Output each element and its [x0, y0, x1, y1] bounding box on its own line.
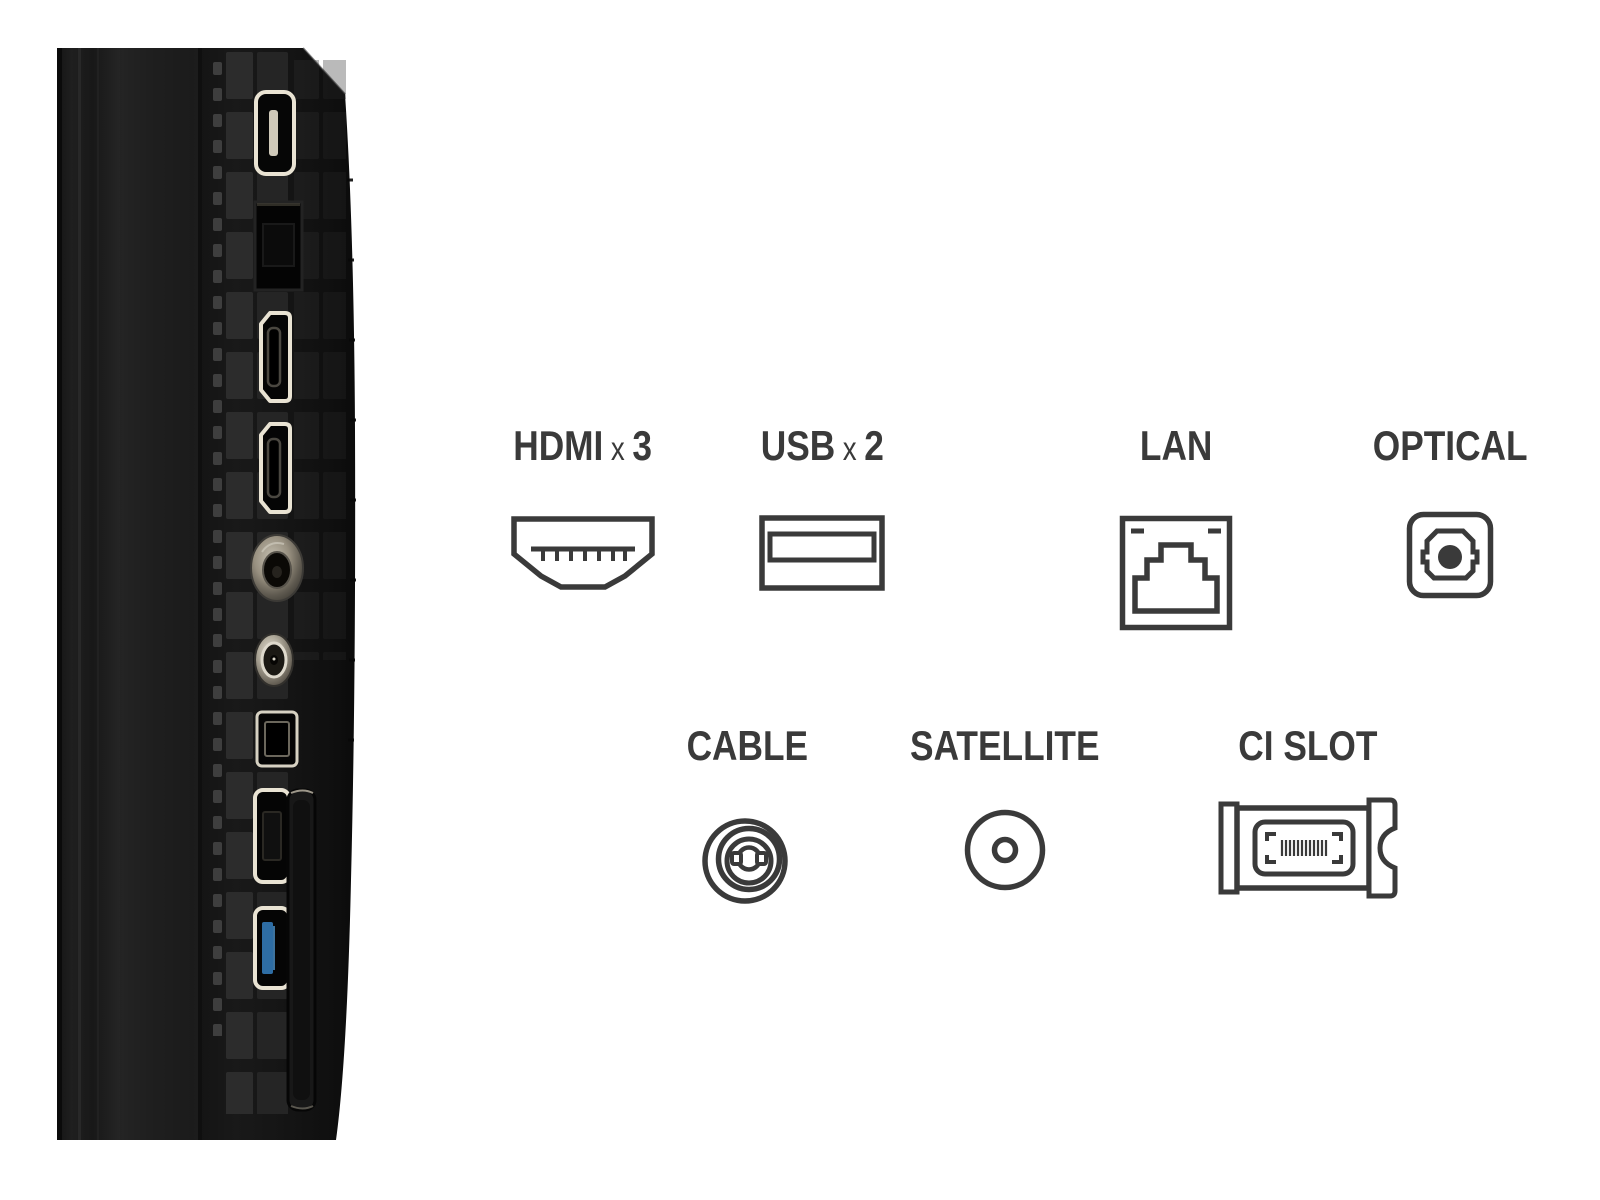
tv-service-port [254, 90, 296, 176]
satellite-label: SATELLITE [910, 722, 1100, 769]
cable-connector-icon [702, 818, 788, 904]
connector-cable: CABLE [617, 722, 877, 908]
ci-slot-icon [1218, 797, 1398, 899]
tv-satellite-connector [254, 633, 294, 687]
ci-slot-label: CI SLOT [1238, 722, 1378, 769]
optical-label: OPTICAL [1372, 422, 1528, 469]
tv-hdmi-port-2 [259, 422, 292, 514]
cable-label: CABLE [686, 722, 808, 769]
tv-cable-connector [250, 534, 304, 602]
tv-ci-slot [286, 788, 317, 1112]
tv-usb3-port [253, 906, 291, 990]
optical-port-icon [1406, 511, 1494, 599]
tv-lan-port [253, 200, 304, 292]
connector-optical: OPTICAL [1340, 422, 1560, 600]
tv-hdmi-port-1 [259, 311, 292, 403]
connector-satellite: SATELLITE [865, 722, 1145, 892]
tv-usb-port [253, 788, 291, 884]
lan-label: LAN [1139, 422, 1213, 469]
connector-lan: LAN [1066, 422, 1286, 632]
usb-port-icon [759, 515, 885, 591]
satellite-connector-icon [964, 809, 1046, 891]
lan-port-icon [1119, 515, 1233, 631]
hdmi-port-icon [511, 516, 655, 590]
tv-side-panel-photo [57, 47, 356, 1140]
connector-ci-slot: CI SLOT [1168, 722, 1448, 901]
tv-optical-port [255, 710, 299, 768]
